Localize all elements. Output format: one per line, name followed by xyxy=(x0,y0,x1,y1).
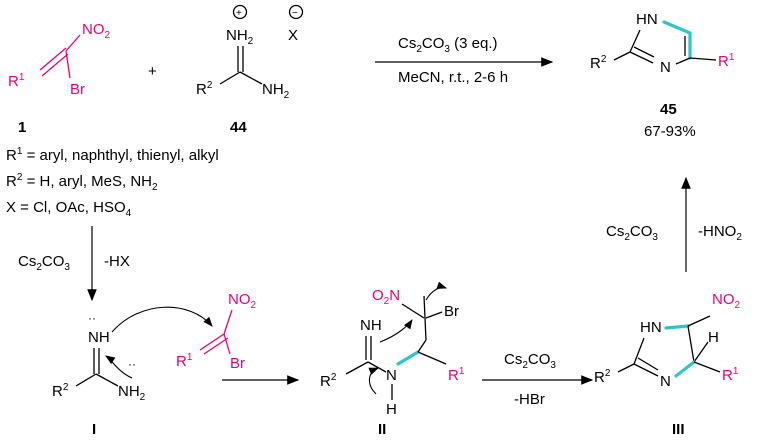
r2-label-III: R2 xyxy=(594,368,611,386)
product-yield: 67-93% xyxy=(644,123,696,140)
step3-loss: -HBr xyxy=(514,391,545,408)
hn-label-45: HN xyxy=(636,11,658,28)
step1-reagent: Cs2CO3 xyxy=(18,253,70,273)
nh2-top-44: NH2 xyxy=(226,27,254,47)
r1-label-1: R1 xyxy=(8,72,25,90)
x-definition: X = Cl, OAc, HSO4 xyxy=(6,199,132,219)
r2-label-44: R2 xyxy=(196,80,213,98)
label-intermediate-I: I xyxy=(92,421,96,438)
nitroalkene-partner: NO2 R1 Br xyxy=(176,291,257,372)
minus-charge: − xyxy=(292,8,298,19)
step1-loss: -HX xyxy=(104,253,130,270)
r1-definition: R1 = aryl, naphthyl, thienyl, alkyl xyxy=(6,146,219,164)
label-intermediate-II: II xyxy=(378,421,386,438)
r2-label-45: R2 xyxy=(590,54,607,72)
no2-label-III: NO2 xyxy=(712,291,741,311)
label-compound-45: 45 xyxy=(660,101,677,118)
r1-label-III: R1 xyxy=(722,366,739,384)
br-label-partner: Br xyxy=(230,355,245,372)
r2-label-I: R2 xyxy=(52,382,69,400)
br-label-1: Br xyxy=(70,81,85,98)
n-label-II: N xyxy=(386,367,397,384)
no2-label-partner: NO2 xyxy=(228,291,257,311)
r2-definition: R2 = H, aryl, MeS, NH2 xyxy=(6,172,158,193)
nh2-label-I: NH2 xyxy=(118,383,146,403)
lone-pair-2: ·· xyxy=(128,357,136,371)
r1-label-II: R1 xyxy=(448,366,465,384)
lone-pair-1: ·· xyxy=(88,311,96,325)
h-label-II: H xyxy=(386,401,397,418)
intermediate-II-structure: O2N Br NH R2 N R1 H xyxy=(320,281,465,418)
n-label-III: N xyxy=(660,373,671,390)
nh2-right-44: NH2 xyxy=(262,81,290,101)
main-conditions-bottom: MeCN, r.t., 2-6 h xyxy=(398,69,508,86)
r1-label-45: R1 xyxy=(718,52,735,70)
label-compound-44: 44 xyxy=(230,119,247,136)
br-label-II: Br xyxy=(444,303,459,320)
compound-1-structure: NO2 Br R1 xyxy=(8,21,111,98)
hn-label-III: HN xyxy=(640,319,662,336)
plus-sign: + xyxy=(148,63,157,80)
r2-label-II: R2 xyxy=(320,372,337,390)
h-label-III: H xyxy=(708,329,719,346)
main-reagent-top: Cs2CO3 (3 eq.) xyxy=(398,35,498,55)
label-intermediate-III: III xyxy=(672,421,685,438)
plus-charge: + xyxy=(236,8,242,19)
anion-x: X xyxy=(288,27,298,44)
nh-label-II: NH xyxy=(360,317,382,334)
compound-44-structure: + − NH2 X R2 NH2 xyxy=(196,4,304,101)
compound-45-structure: HN N R1 R2 xyxy=(590,11,735,76)
step3-reagent: Cs2CO3 xyxy=(504,351,556,371)
step4-loss: -HNO2 xyxy=(698,223,742,243)
o2n-label-II: O2N xyxy=(372,287,400,307)
intermediate-III-structure: HN NO2 H R1 N R2 xyxy=(594,291,741,390)
nh-label-I: NH xyxy=(88,329,110,346)
label-compound-1: 1 xyxy=(18,119,26,136)
step4-reagent: Cs2CO3 xyxy=(606,223,658,243)
n-label-45: N xyxy=(660,59,671,76)
r1-label-partner: R1 xyxy=(176,352,193,370)
no2-label-1: NO2 xyxy=(82,21,111,41)
intermediate-I-structure: ·· NH R2 NH2 ·· xyxy=(52,306,213,403)
